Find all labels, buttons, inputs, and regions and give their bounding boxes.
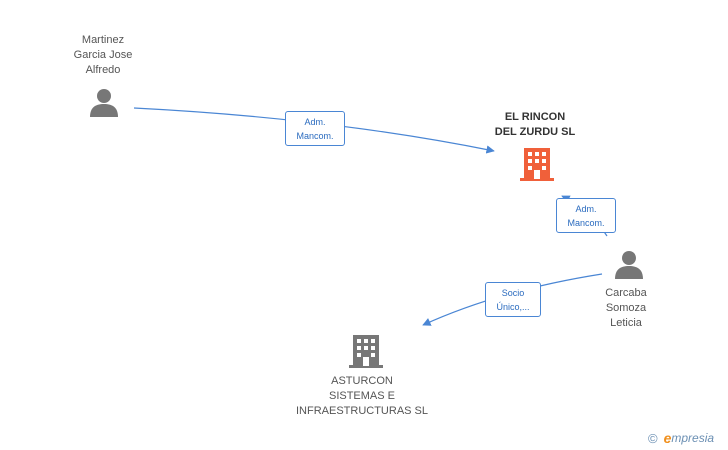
copyright-icon: © — [648, 430, 658, 446]
node-label-martinez[interactable]: Martinez Garcia Jose Alfredo — [73, 34, 133, 76]
edge-label-carcaba-asturcon[interactable]: Socio Único,... — [485, 282, 541, 317]
brand-e: e — [663, 430, 672, 446]
building-icon[interactable] — [349, 333, 383, 369]
person-icon[interactable] — [88, 88, 120, 118]
building-icon[interactable] — [520, 146, 554, 182]
edge-label-carcaba-rincon[interactable]: Adm. Mancom. — [556, 198, 616, 233]
edge-label-martinez-rincon[interactable]: Adm. Mancom. — [285, 111, 345, 146]
brand-name: mpresia — [671, 431, 715, 445]
node-label-carcaba[interactable]: Carcaba Somoza Leticia — [605, 287, 647, 329]
person-icon[interactable] — [613, 250, 645, 280]
node-label-asturcon[interactable]: ASTURCON SISTEMAS E INFRAESTRUCTURAS SL — [295, 375, 429, 417]
empresia-logo[interactable]: © e mpresia — [648, 430, 714, 446]
node-label-rincon[interactable]: EL RINCON DEL ZURDU SL — [494, 111, 576, 138]
